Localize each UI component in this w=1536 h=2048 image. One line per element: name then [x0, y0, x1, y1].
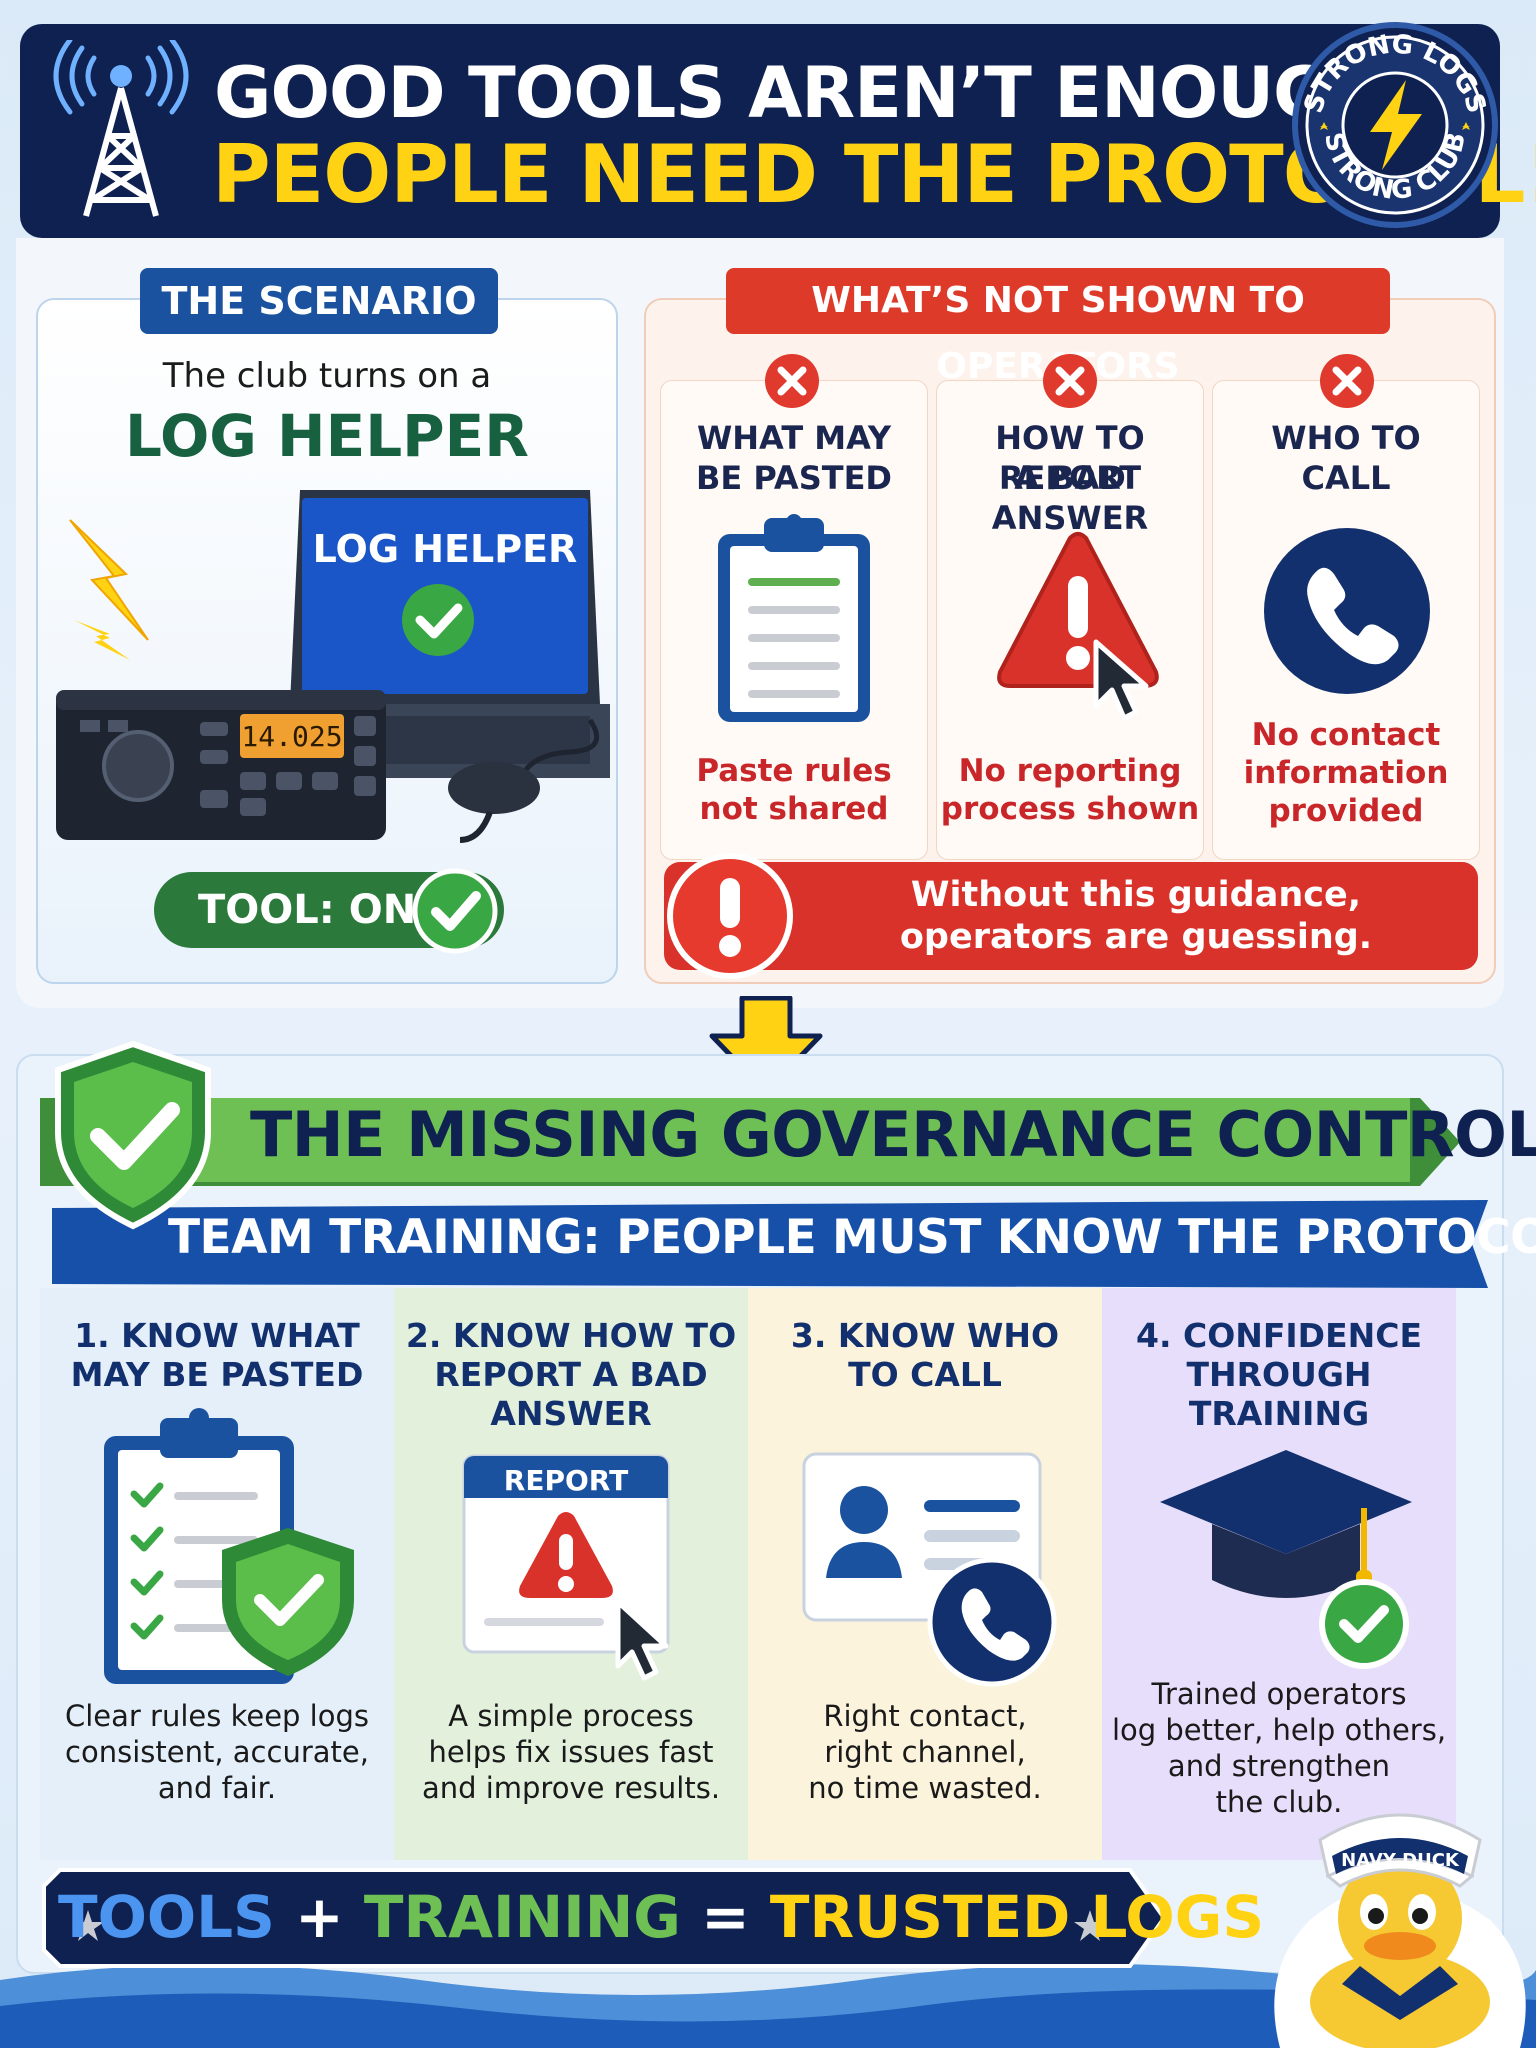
- header-banner: [20, 24, 1500, 238]
- step-2-desc-a: A simple process: [448, 1699, 694, 1733]
- step-2-title-c: ANSWER: [490, 1394, 652, 1433]
- microphone-icon: [448, 762, 540, 814]
- contact-card-phone-icon: [802, 1452, 1057, 1687]
- tagline-plus: +: [295, 1883, 344, 1951]
- step-2-desc-b: helps fix issues fast: [428, 1735, 714, 1769]
- tagline-trusted: TRUSTED LOGS: [769, 1883, 1265, 1951]
- warning-text-line-1: Without this guidance,: [910, 875, 1362, 915]
- step-1-title-a: 1. KNOW WHAT: [74, 1316, 360, 1355]
- missing-item-title-1b: BE PASTED: [696, 459, 892, 497]
- phone-icon: [1264, 528, 1430, 694]
- step-1-desc-a: Clear rules keep logs: [65, 1699, 369, 1733]
- step-1-desc-b: consistent, accurate,: [65, 1735, 369, 1769]
- radio-frequency-display: 14.025: [241, 720, 342, 753]
- step-1-desc-c: and fair.: [157, 1771, 277, 1805]
- step-2-title-a: 2. KNOW HOW TO: [405, 1316, 737, 1355]
- governance-title-ribbon: [40, 1098, 1460, 1186]
- step-3-desc-b: right channel,: [824, 1735, 1026, 1769]
- scenario-tag: THE SCENARIO: [140, 268, 498, 334]
- missing-item-note-3a: No contact: [1251, 717, 1441, 753]
- graduation-cap-icon: [1160, 1450, 1412, 1669]
- star-icon: [72, 1910, 104, 1941]
- step-2-title-b: REPORT A BAD: [434, 1355, 708, 1394]
- radio-and-laptop-illustration: LOG HELPER 14.025: [56, 490, 610, 843]
- check-circle-icon: [412, 868, 498, 954]
- report-card-icon: REPORT: [462, 1454, 670, 1681]
- lightning-icon: [69, 519, 149, 641]
- x-circle-icon: [1043, 354, 1097, 408]
- warning-text-line-2: operators are guessing.: [899, 917, 1373, 957]
- missing-item-note-2b: process shown: [940, 791, 1200, 827]
- report-card-label: REPORT: [504, 1464, 628, 1497]
- strong-logs-seal-logo: STRONG LOGS STRONG CLUB: [1292, 22, 1498, 228]
- step-4-desc-a: Trained operators: [1151, 1677, 1407, 1711]
- tagline-tools: TOOLS: [58, 1883, 275, 1951]
- missing-item-note-1a: Paste rules: [696, 753, 892, 789]
- missing-item-note-3b: information: [1243, 755, 1449, 791]
- check-icon: [402, 584, 474, 656]
- clipboard-icon: [718, 514, 870, 722]
- radio-tower-icon: [53, 40, 189, 217]
- tagline-training: TRAINING: [363, 1883, 681, 1951]
- shield-check-icon: [55, 1040, 211, 1230]
- step-2-desc-c: and improve results.: [421, 1771, 721, 1805]
- warning-cursor-icon: [997, 532, 1159, 721]
- step-1-title-b: MAY BE PASTED: [70, 1355, 364, 1394]
- x-circle-icon: [1320, 354, 1374, 408]
- laptop-screen-label: LOG HELPER: [313, 527, 578, 571]
- scenario-text: The club turns on a: [162, 356, 492, 396]
- step-4-desc-b: log better, help others,: [1111, 1713, 1447, 1747]
- step-4-title-b: THROUGH: [1186, 1355, 1372, 1394]
- step-3-title-a: 3. KNOW WHO: [790, 1316, 1060, 1355]
- warning-bar: [664, 862, 1478, 970]
- missing-item-title-3a: WHO TO: [1271, 419, 1421, 457]
- training-subtitle: TEAM TRAINING: PEOPLE MUST KNOW THE PROT…: [168, 1210, 1536, 1265]
- missing-item-note-1b: not shared: [699, 791, 889, 827]
- step-4-title-a: 4. CONFIDENCE: [1135, 1316, 1422, 1355]
- step-3-desc-a: Right contact,: [823, 1699, 1027, 1733]
- missing-item-title-2a: HOW TO REPORT: [995, 419, 1145, 497]
- warning-text: Without this guidance, operators are gue…: [796, 874, 1476, 958]
- tagline-equals: =: [701, 1883, 750, 1951]
- mascot-hat-label: NAVY DUCK: [1341, 1850, 1460, 1871]
- step-4-desc-d: the club.: [1215, 1785, 1343, 1819]
- tagline-text: TOOLS + TRAINING = TRUSTED LOGS: [58, 1880, 1264, 1954]
- step-3-desc-c: no time wasted.: [808, 1771, 1042, 1805]
- missing-item-note-2a: No reporting: [958, 753, 1182, 789]
- step-4-desc-c: and strengthen: [1167, 1749, 1391, 1783]
- tool-status-text: TOOL: ON: [198, 887, 417, 933]
- step-3-title-b: TO CALL: [848, 1355, 1002, 1394]
- scenario-highlight: LOG HELPER: [125, 402, 529, 470]
- step-4-title-c: TRAINING: [1188, 1394, 1370, 1433]
- navy-duck-mascot: NAVY DUCK: [1274, 1813, 1526, 2048]
- governance-title: THE MISSING GOVERNANCE CONTROL: [250, 1098, 1536, 1171]
- missing-item-title-2b: A BAD ANSWER: [991, 459, 1149, 537]
- missing-item-title-1a: WHAT MAY: [696, 419, 892, 457]
- tagline-banner: [42, 1868, 1167, 1968]
- clipboard-checklist-icon: [104, 1408, 354, 1684]
- not-shown-tag: WHAT’S NOT SHOWN TO OPERATORS: [726, 268, 1390, 387]
- headline-line-1: GOOD TOOLS AREN’T ENOUGH...: [214, 52, 1465, 134]
- training-subtitle-ribbon: [52, 1200, 1488, 1288]
- exclamation-circle-icon: [667, 853, 793, 979]
- missing-item-note-3c: provided: [1268, 793, 1424, 829]
- wave-decoration: [0, 1963, 1536, 2048]
- star-icon: [1074, 1910, 1106, 1941]
- x-circle-icon: [765, 354, 819, 408]
- lightning-icon: [1370, 80, 1422, 170]
- missing-item-title-3b: CALL: [1301, 459, 1391, 497]
